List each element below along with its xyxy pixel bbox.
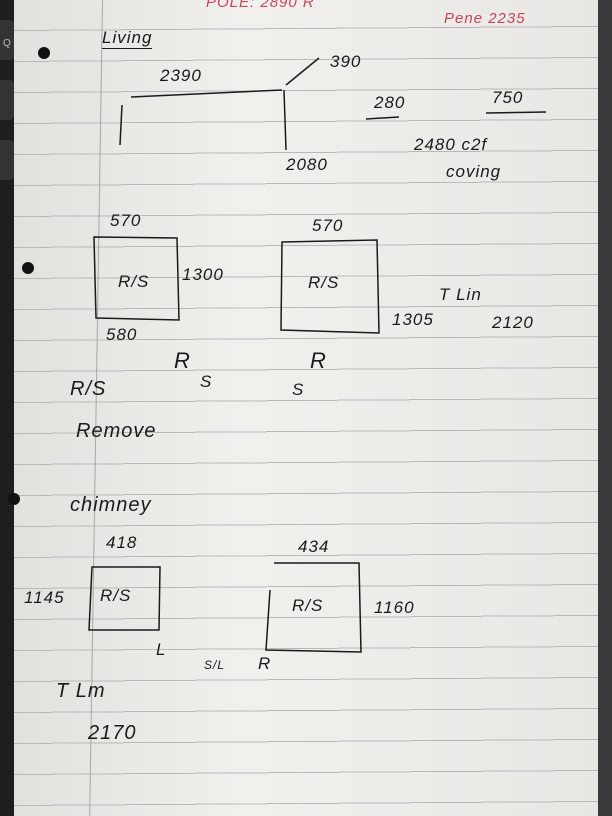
chimney-box-1	[88, 566, 161, 631]
chimney2-side: 1160	[374, 598, 415, 617]
shelf1-side: 1300	[182, 265, 224, 284]
shelf-box-2	[280, 239, 380, 334]
sketch-lines	[88, 57, 547, 653]
living-title: Living	[102, 28, 153, 49]
shelf2-side: 1305	[392, 310, 434, 329]
r-mark: R	[310, 348, 327, 373]
chimney2-top: 434	[298, 537, 330, 556]
shelf1-bottom: 580	[106, 325, 138, 344]
chimney1-label: R/S	[100, 586, 132, 605]
shelf2-top: 570	[312, 216, 344, 235]
living-side: 390	[330, 52, 362, 71]
chimney1-side: 1145	[24, 588, 65, 607]
chimney-box-2	[265, 562, 362, 653]
living-height: 2080	[286, 155, 328, 174]
coving-measure: 2480 c2f	[414, 135, 488, 154]
keyboard-key	[0, 80, 14, 120]
keyboard-key	[0, 20, 14, 60]
punch-hole	[38, 47, 50, 59]
pole-note: POLE: 2890 R	[206, 0, 315, 11]
punch-hole	[22, 262, 34, 274]
keyboard-key	[0, 140, 14, 180]
t-lm-label: T Lm	[56, 680, 106, 702]
living-width: 2390	[160, 66, 202, 85]
t-lin-value: 2120	[492, 313, 534, 332]
measure-280: 280	[374, 93, 406, 112]
r-mark: R	[174, 348, 191, 373]
t-lm-value: 2170	[88, 722, 137, 744]
chimney-r: R	[258, 654, 272, 673]
measure-750: 750	[492, 88, 524, 107]
shelf1-label: R/S	[118, 272, 150, 291]
chimney2-label: R/S	[292, 596, 324, 615]
pene-note: Pene 2235	[444, 10, 526, 27]
shelf2-label: R/S	[308, 273, 340, 292]
chimney1-top: 418	[106, 533, 138, 552]
living-wall-sketch	[119, 57, 320, 151]
s-mark: S	[200, 372, 213, 391]
chimney-title: chimney	[70, 494, 152, 516]
punch-hole	[8, 493, 20, 505]
shelf-box-1	[93, 236, 180, 321]
shelf1-top: 570	[110, 211, 142, 230]
key-q-label: Q	[3, 38, 11, 49]
notebook-page: POLE: 2890 R Pene 2235 Living 2390 390 2…	[8, 0, 598, 816]
underlines	[365, 111, 547, 120]
remove-label: Remove	[76, 420, 157, 442]
coving-label: coving	[446, 162, 502, 181]
t-lin-label: T Lin	[439, 285, 482, 304]
chimney-l: L	[156, 640, 167, 659]
chimney-sl: S/L	[204, 658, 226, 672]
s-mark: S	[292, 380, 305, 399]
remove-rs: R/S	[70, 378, 107, 400]
